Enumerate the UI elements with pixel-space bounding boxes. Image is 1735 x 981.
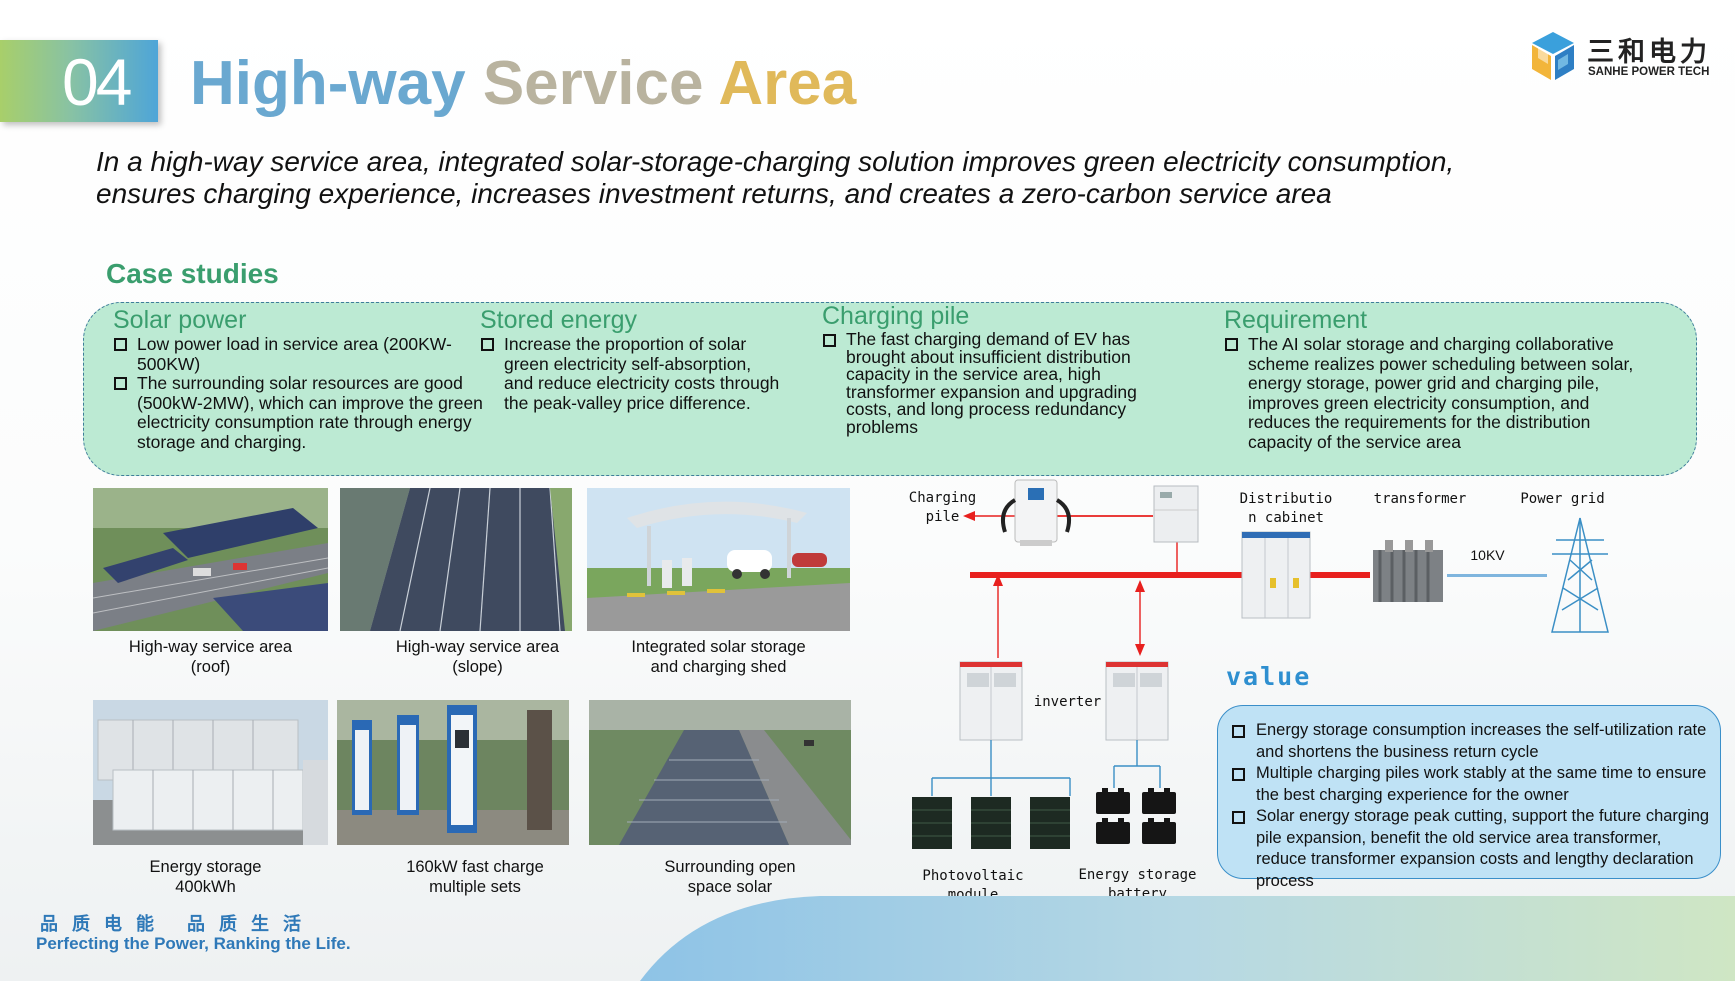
photo-caption: High-way service area (roof) — [93, 637, 328, 677]
case-bullet: The surrounding solar resources are good… — [113, 373, 483, 452]
inverter-icon — [959, 661, 1023, 741]
transformer-icon — [1373, 540, 1443, 602]
photo-caption: High-way service area (slope) — [340, 637, 615, 677]
distribution-cabinet-label: Distributio n cabinet — [1236, 490, 1336, 528]
system-diagram — [912, 479, 1609, 849]
page-title: High-way Service Area — [190, 48, 856, 119]
case-bullet: Low power load in service area (200KW-50… — [113, 334, 483, 374]
case-column-charging: Charging pile The fast charging demand o… — [822, 302, 1152, 436]
case-column-title: Requirement — [1224, 306, 1368, 334]
value-bullet: Solar energy storage peak cutting, suppo… — [1218, 806, 1710, 892]
value-bullet: Multiple charging piles work stably at t… — [1218, 763, 1710, 806]
caption-line: Surrounding open — [664, 858, 796, 876]
case-column-title: Charging pile — [822, 302, 970, 330]
label-line: Distributio — [1239, 491, 1333, 507]
inverter-label: inverter — [1033, 694, 1102, 710]
caption-line: Integrated solar storage — [631, 638, 806, 656]
title-part-1: High-way — [190, 49, 483, 118]
caption-line: (slope) — [452, 658, 503, 676]
ac-bus-line — [970, 572, 1310, 578]
case-bullet-list: The AI solar storage and charging collab… — [1224, 334, 1654, 452]
case-studies-heading: Case studies — [106, 258, 279, 289]
voltage-label: 10KV — [1470, 547, 1505, 563]
case-bullet-list: Low power load in service area (200KW-50… — [113, 334, 483, 452]
case-column-title: Solar power — [113, 306, 247, 334]
transformer-label: transformer — [1373, 491, 1467, 507]
distribution-cabinet-icon — [1241, 531, 1311, 619]
caption-line: space solar — [687, 878, 773, 896]
case-bullet: Increase the proportion of solar green e… — [480, 334, 780, 413]
photo-caption: Surrounding open space solar — [650, 857, 810, 897]
charging-pile-icon — [1001, 479, 1071, 546]
subtitle-line-1: In a high-way service area, integrated s… — [96, 146, 1455, 177]
photo-solar-carport — [587, 488, 850, 631]
footer-wave-decoration — [640, 896, 1735, 981]
10kv-line — [1447, 574, 1547, 577]
case-column-storage: Stored energy Increase the proportion of… — [480, 306, 780, 413]
label-line: pile — [925, 509, 960, 525]
power-grid-label: Power grid — [1520, 491, 1605, 507]
case-bullet: The fast charging demand of EV has broug… — [822, 330, 1152, 436]
page-subtitle: In a high-way service area, integrated s… — [96, 146, 1576, 210]
photo-caption: 160kW fast charge multiple sets — [380, 857, 570, 897]
value-bullet: Energy storage consumption increases the… — [1218, 720, 1710, 763]
grid-feed-line — [1310, 572, 1370, 578]
section-number-block — [0, 40, 158, 122]
label-line: Energy storage — [1078, 867, 1197, 883]
caption-line: 400kWh — [175, 878, 236, 896]
value-heading: value — [1226, 662, 1312, 691]
caption-line: High-way service area — [128, 638, 293, 656]
slogan-chinese: 品质电能 品质生活 — [40, 914, 316, 934]
arrow-head — [963, 511, 975, 521]
photovoltaic-module-icon — [912, 797, 1070, 849]
value-bullet-list: Energy storage consumption increases the… — [1218, 720, 1720, 892]
photo-caption: Energy storage 400kWh — [93, 857, 318, 897]
logo-english-name: SANHE POWER TECH — [1588, 66, 1710, 78]
label-line: n cabinet — [1248, 510, 1324, 526]
caption-line: (roof) — [190, 658, 231, 676]
photo-fast-chargers — [337, 700, 569, 845]
value-panel: Energy storage consumption increases the… — [1217, 705, 1721, 890]
photo-energy-storage — [93, 700, 328, 845]
subtitle-line-2: ensures charging experience, increases i… — [96, 178, 1332, 209]
caption-line: Energy storage — [149, 858, 262, 876]
photo-open-space-solar — [589, 700, 851, 845]
photo-caption: Integrated solar storage and charging sh… — [587, 637, 850, 677]
power-grid-tower-icon — [1551, 517, 1609, 633]
label-line: Charging — [908, 490, 977, 506]
case-column-solar: Solar power Low power load in service ar… — [113, 306, 483, 452]
case-studies-panel — [83, 302, 1697, 476]
caption-line: multiple sets — [429, 878, 521, 896]
energy-storage-battery-icon — [1096, 788, 1176, 844]
inverter-icon — [1105, 661, 1169, 741]
charging-pile-label: Charging pile — [905, 489, 980, 527]
slogan-english: Perfecting the Power, Ranking the Life. — [36, 934, 351, 953]
case-bullet-list: The fast charging demand of EV has broug… — [822, 330, 1152, 436]
case-column-requirement: Requirement The AI solar storage and cha… — [1224, 306, 1654, 452]
section-number: 04 — [62, 45, 132, 119]
sanhe-logo-icon — [1532, 32, 1574, 80]
title-part-2: Service — [482, 49, 719, 118]
photo-roof-service-area — [93, 488, 328, 631]
caption-line: and charging shed — [650, 658, 787, 676]
photo-slope-solar — [340, 488, 572, 631]
caption-line: High-way service area — [395, 638, 560, 656]
case-bullet-list: Increase the proportion of solar green e… — [480, 334, 780, 413]
case-column-title: Stored energy — [480, 306, 638, 334]
logo-chinese-name: 三和电力 — [1587, 37, 1711, 67]
caption-line: 160kW fast charge — [406, 858, 544, 876]
case-bullet: The AI solar storage and charging collab… — [1224, 334, 1654, 452]
title-part-3: Area — [718, 49, 857, 118]
dc-cabinet-icon — [1153, 485, 1199, 543]
